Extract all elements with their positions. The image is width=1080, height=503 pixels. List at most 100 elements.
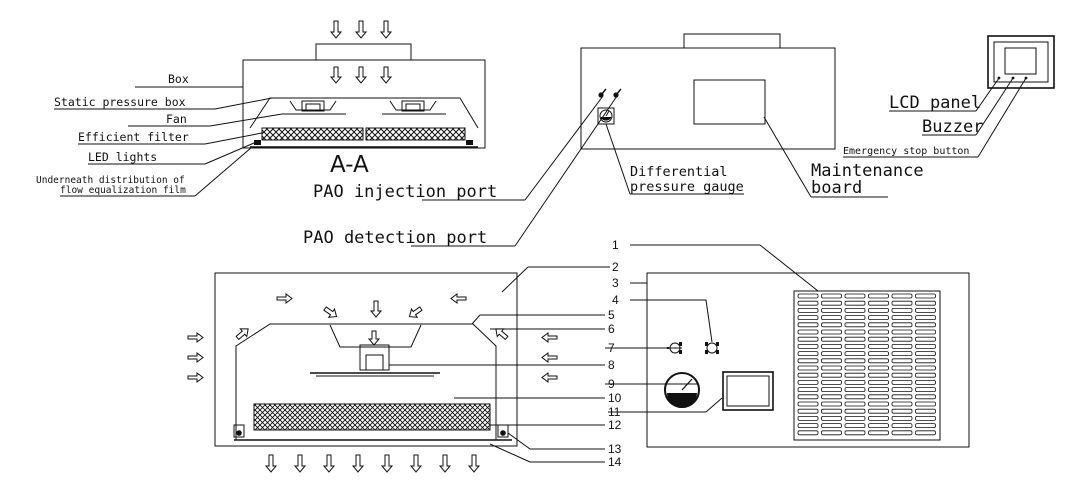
efficient-filter-right	[365, 127, 466, 141]
callout-13: 13	[608, 442, 622, 456]
vent-slot	[891, 387, 913, 393]
static-pressure-box-outline	[249, 97, 479, 129]
front-duct	[683, 33, 781, 48]
lcd-panel-screen	[1004, 47, 1037, 75]
section-labels: Box Static pressure box Fan Efficient fi…	[36, 72, 618, 248]
label-led-lights: LED lights	[88, 150, 157, 164]
vent-slot	[821, 365, 842, 371]
vent-slot	[844, 372, 866, 378]
vent-slot	[821, 336, 842, 342]
vent-slot	[844, 351, 866, 357]
vent-slot	[844, 315, 866, 321]
vent-slot	[844, 423, 866, 429]
vent-slot	[915, 387, 936, 393]
front-box-outline	[580, 47, 836, 150]
vent-slot	[868, 423, 889, 429]
vent-slot	[891, 343, 913, 349]
vent-slot	[797, 358, 819, 364]
vent-slot	[844, 387, 866, 393]
vent-slot	[821, 358, 842, 364]
label-emergency-stop: Emergency stop button	[843, 146, 969, 157]
vent-slot	[844, 322, 866, 328]
callout-9: 9	[608, 377, 615, 391]
vent-slot	[891, 358, 913, 364]
vent-slot	[821, 343, 842, 349]
label-board: board	[811, 178, 862, 198]
vent-slot	[891, 401, 913, 407]
vent-slot	[891, 372, 913, 378]
vent-slot	[891, 336, 913, 342]
vent-slot	[891, 365, 913, 371]
vent-slot	[844, 300, 866, 306]
callout-6: 6	[608, 322, 615, 336]
vent-slot	[821, 300, 842, 306]
callout-1: 1	[612, 238, 619, 252]
vent-slot	[868, 394, 889, 400]
vent-slot	[868, 415, 889, 421]
vent-slot	[821, 430, 842, 436]
label-lcd-panel: LCD panel	[889, 93, 981, 113]
airflow-efficient-filter	[253, 403, 491, 431]
inlet-duct	[315, 43, 412, 60]
callout-7: 7	[608, 341, 615, 355]
label-static-pressure-box: Static pressure box	[54, 95, 186, 109]
label-pao-detection-port: PAO detection port	[303, 228, 487, 248]
vent-slot	[797, 372, 819, 378]
led-light-left	[254, 140, 261, 145]
vent-grille	[797, 293, 936, 436]
label-pao-injection-port: PAO injection port	[313, 182, 497, 202]
vent-slot	[844, 293, 866, 299]
section-view-aa	[242, 20, 486, 149]
vent-slot	[868, 351, 889, 357]
vent-slot	[891, 351, 913, 357]
callout-numbers: 1 2 3 4 5 6 7 8 9 10 11 12 13 14	[608, 238, 622, 469]
airflow-box-outline	[214, 272, 518, 447]
label-efficient-filter: Efficient filter	[78, 130, 189, 144]
vent-slot	[821, 394, 842, 400]
inlet-arrows-inner	[329, 66, 393, 84]
label-buzzer: Buzzer	[922, 117, 983, 137]
label-fan: Fan	[166, 112, 187, 126]
vent-slot	[797, 365, 819, 371]
callout-4: 4	[612, 293, 619, 307]
vent-slot	[797, 351, 819, 357]
vent-slot	[797, 379, 819, 385]
control-panel-frame	[987, 35, 1055, 89]
callout-2: 2	[612, 260, 619, 274]
vent-slot	[797, 329, 819, 335]
callout-3: 3	[612, 276, 619, 290]
vent-slot	[915, 329, 936, 335]
vent-slot	[915, 394, 936, 400]
section-title: A-A	[330, 152, 369, 178]
vent-slot	[821, 379, 842, 385]
vent-slot	[797, 307, 819, 313]
vent-slot	[844, 365, 866, 371]
vent-slot	[797, 401, 819, 407]
vent-slot	[844, 415, 866, 421]
vent-slot	[844, 379, 866, 385]
vent-slot	[891, 322, 913, 328]
label-maintenance: Maintenance	[811, 161, 924, 181]
callout-8: 8	[608, 358, 615, 372]
vent-slot	[797, 315, 819, 321]
vent-slot	[915, 415, 936, 421]
vent-slot	[868, 372, 889, 378]
vent-grille-frame	[793, 290, 941, 441]
vent-slot	[821, 372, 842, 378]
label-film-line1: Underneath distribution of	[36, 175, 185, 186]
side-view	[646, 272, 970, 448]
callout-11: 11	[608, 405, 621, 419]
vent-slot	[915, 307, 936, 313]
inlet-arrows-top	[329, 20, 393, 39]
vent-slot	[844, 430, 866, 436]
vent-slot	[915, 300, 936, 306]
vent-slot	[915, 401, 936, 407]
label-box: Box	[168, 72, 189, 86]
led-light-right	[466, 140, 473, 145]
vent-slot	[797, 394, 819, 400]
label-film-line2: flow equalization film	[60, 185, 186, 196]
vent-slot	[821, 408, 842, 414]
efficient-filter-left	[261, 127, 364, 141]
airflow-section-view	[187, 272, 558, 473]
